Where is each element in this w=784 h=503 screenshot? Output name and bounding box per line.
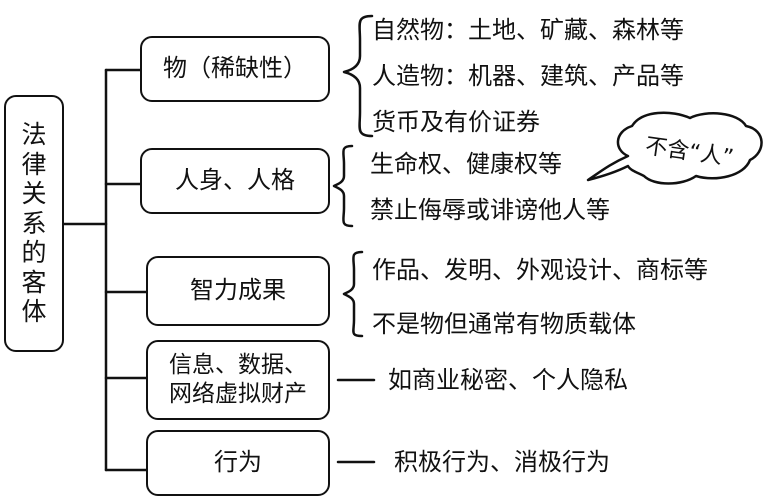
branch-label: 物（稀缺性） xyxy=(163,54,307,83)
branch-label: 智力成果 xyxy=(190,276,286,305)
root-char: 律 xyxy=(21,149,47,179)
branch-label: 人身、人格 xyxy=(175,166,295,195)
root-char: 体 xyxy=(21,297,47,327)
branch-label-line: 信息、数据、 xyxy=(169,352,307,379)
root-node: 法 律 关 系 的 客 体 xyxy=(4,95,64,352)
callout-cloud xyxy=(586,111,763,185)
example-trade-secrets: 如商业秘密、个人隐私 xyxy=(388,366,628,394)
leaf-works-inventions: 作品、发明、外观设计、商标等 xyxy=(372,256,708,284)
branch-label-line: 网络虚拟财产 xyxy=(169,381,307,407)
root-char: 的 xyxy=(21,238,47,268)
branch-node-person: 人身、人格 xyxy=(140,148,330,214)
leaf-money-securities: 货币及有价证券 xyxy=(372,108,540,136)
example-behaviors: 积极行为、消极行为 xyxy=(394,448,610,476)
leaf-life-health-rights: 生命权、健康权等 xyxy=(370,150,562,178)
brace-1 xyxy=(342,14,374,138)
root-char: 系 xyxy=(21,208,47,238)
branch-node-behavior: 行为 xyxy=(146,430,330,496)
leaf-not-things: 不是物但通常有物质载体 xyxy=(372,310,636,338)
leaf-man-made-things: 人造物：机器、建筑、产品等 xyxy=(372,62,684,90)
brace-3 xyxy=(342,250,364,338)
leaf-no-insult: 禁止侮辱或诽谤他人等 xyxy=(370,196,610,224)
branch-node-information: 信息、数据、 网络虚拟财产 xyxy=(146,340,330,420)
brace-2 xyxy=(332,144,354,228)
branch-node-intellectual: 智力成果 xyxy=(146,256,330,326)
branch-label: 行为 xyxy=(214,448,262,477)
root-char: 客 xyxy=(21,267,47,297)
root-char: 关 xyxy=(21,179,47,209)
branch-node-things: 物（稀缺性） xyxy=(140,36,330,102)
root-char: 法 xyxy=(21,120,47,150)
leaf-natural-things: 自然物：土地、矿藏、森林等 xyxy=(372,16,684,44)
